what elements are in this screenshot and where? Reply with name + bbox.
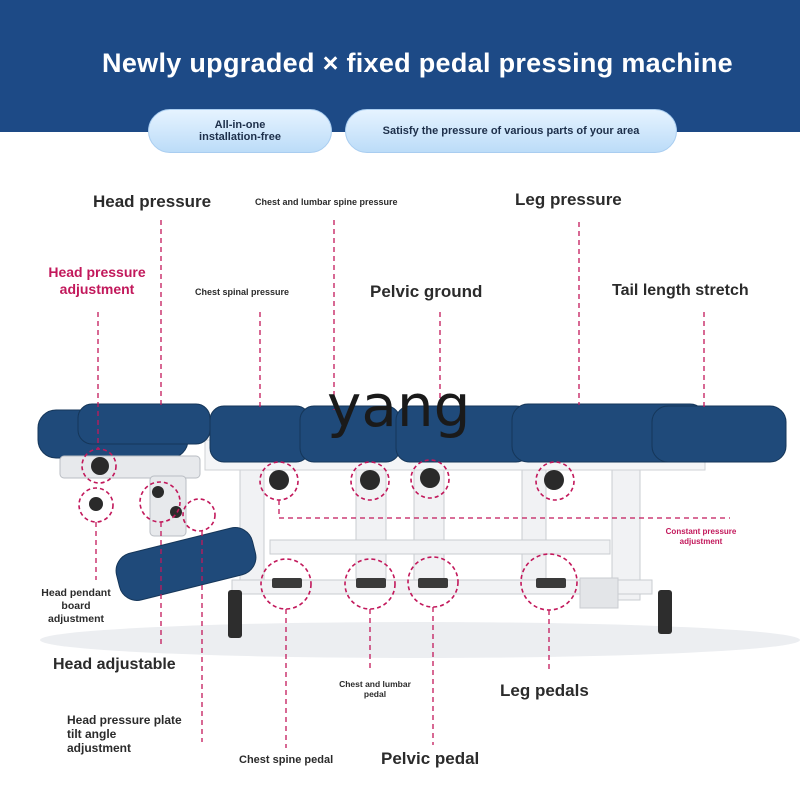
label-chest-spinal-pressure: Chest spinal pressure bbox=[195, 287, 290, 297]
head-pressure-adjustment-line2: adjustment bbox=[59, 281, 135, 297]
chest-lumbar-pedal-line2: pedal bbox=[363, 689, 387, 699]
label-leg-pressure: Leg pressure bbox=[515, 190, 622, 209]
frame-foot-right bbox=[658, 590, 672, 634]
tilt-line1: Head pressure plate bbox=[67, 713, 182, 727]
constant-pressure-line1: Constant pressure bbox=[665, 527, 737, 536]
label-pelvic-ground: Pelvic ground bbox=[370, 282, 483, 301]
tilt-line2: tilt angle bbox=[67, 727, 117, 741]
tilt-line3: adjustment bbox=[67, 741, 132, 755]
label-chest-lumbar-pedal: Chest and lumbar pedal bbox=[325, 679, 425, 699]
label-leg-pedals: Leg pedals bbox=[500, 681, 589, 700]
head-pendant-line3: adjustment bbox=[47, 613, 104, 625]
knobs bbox=[89, 457, 564, 518]
head-mechanism bbox=[59, 455, 201, 537]
frame-foot-left bbox=[228, 590, 242, 638]
pill-left-line1: All-in-one bbox=[214, 119, 266, 131]
callout-circles bbox=[78, 448, 578, 611]
head-pendant-line2: board bbox=[61, 600, 91, 612]
head-pendant-board bbox=[115, 527, 257, 601]
head-pendant-line1: Head pendant bbox=[41, 587, 111, 599]
label-constant-pressure-adjustment: Constant pressure adjustment bbox=[656, 527, 746, 547]
watermark: yang bbox=[327, 372, 471, 440]
pill-right-text: Satisfy the pressure of various parts of… bbox=[382, 125, 640, 137]
label-head-pressure: Head pressure bbox=[93, 192, 212, 211]
label-chest-lumbar-spine-pressure: Chest and lumbar spine pressure bbox=[255, 197, 398, 207]
floor-shadow bbox=[40, 622, 800, 658]
label-head-pendant-board-adjustment: Head pendant board adjustment bbox=[28, 587, 124, 626]
label-pelvic-pedal: Pelvic pedal bbox=[381, 749, 480, 768]
label-head-adjustable: Head adjustable bbox=[53, 656, 176, 673]
chest-cushion bbox=[209, 405, 311, 463]
pedals bbox=[272, 578, 566, 588]
feature-pill-pressure: Satisfy the pressure of various parts of… bbox=[345, 109, 677, 153]
pill-left-line2: installation-free bbox=[199, 131, 281, 143]
tail-cushion bbox=[651, 405, 787, 463]
leader-lines bbox=[95, 220, 730, 748]
chest-lumbar-pedal-line1: Chest and lumbar bbox=[339, 679, 411, 689]
constant-pressure-line2: adjustment bbox=[679, 537, 723, 546]
head-pressure-adjustment-line1: Head pressure bbox=[48, 264, 146, 280]
page-title: Newly upgraded × fixed pedal pressing ma… bbox=[102, 48, 733, 78]
label-chest-spine-pedal: Chest spine pedal bbox=[239, 754, 334, 766]
label-head-pressure-plate-tilt: Head pressure plate tilt angle adjustmen… bbox=[67, 713, 182, 755]
feature-pill-installation: All-in-one installation-free bbox=[148, 109, 332, 153]
label-head-pressure-adjustment: Head pressure adjustment bbox=[38, 264, 156, 298]
label-tail-length-stretch: Tail length stretch bbox=[612, 282, 749, 299]
